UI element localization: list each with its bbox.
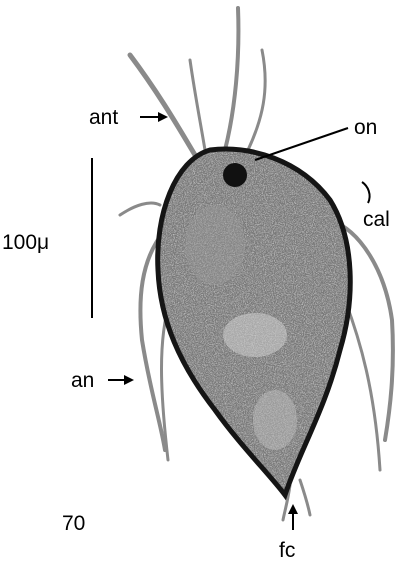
label-fc: fc [279, 539, 295, 562]
label-cal: cal [363, 208, 390, 231]
label-ant: ant [89, 106, 118, 129]
an-arrowhead [124, 375, 134, 385]
label-scale: 100μ [2, 231, 49, 254]
label-on: on [354, 116, 377, 139]
label-an: an [71, 369, 94, 392]
specimen-body [150, 140, 360, 500]
ant-arrowhead [158, 112, 168, 122]
cal-leader [362, 182, 370, 203]
fc-arrowhead [288, 504, 298, 514]
figure-number: 70 [62, 512, 85, 535]
